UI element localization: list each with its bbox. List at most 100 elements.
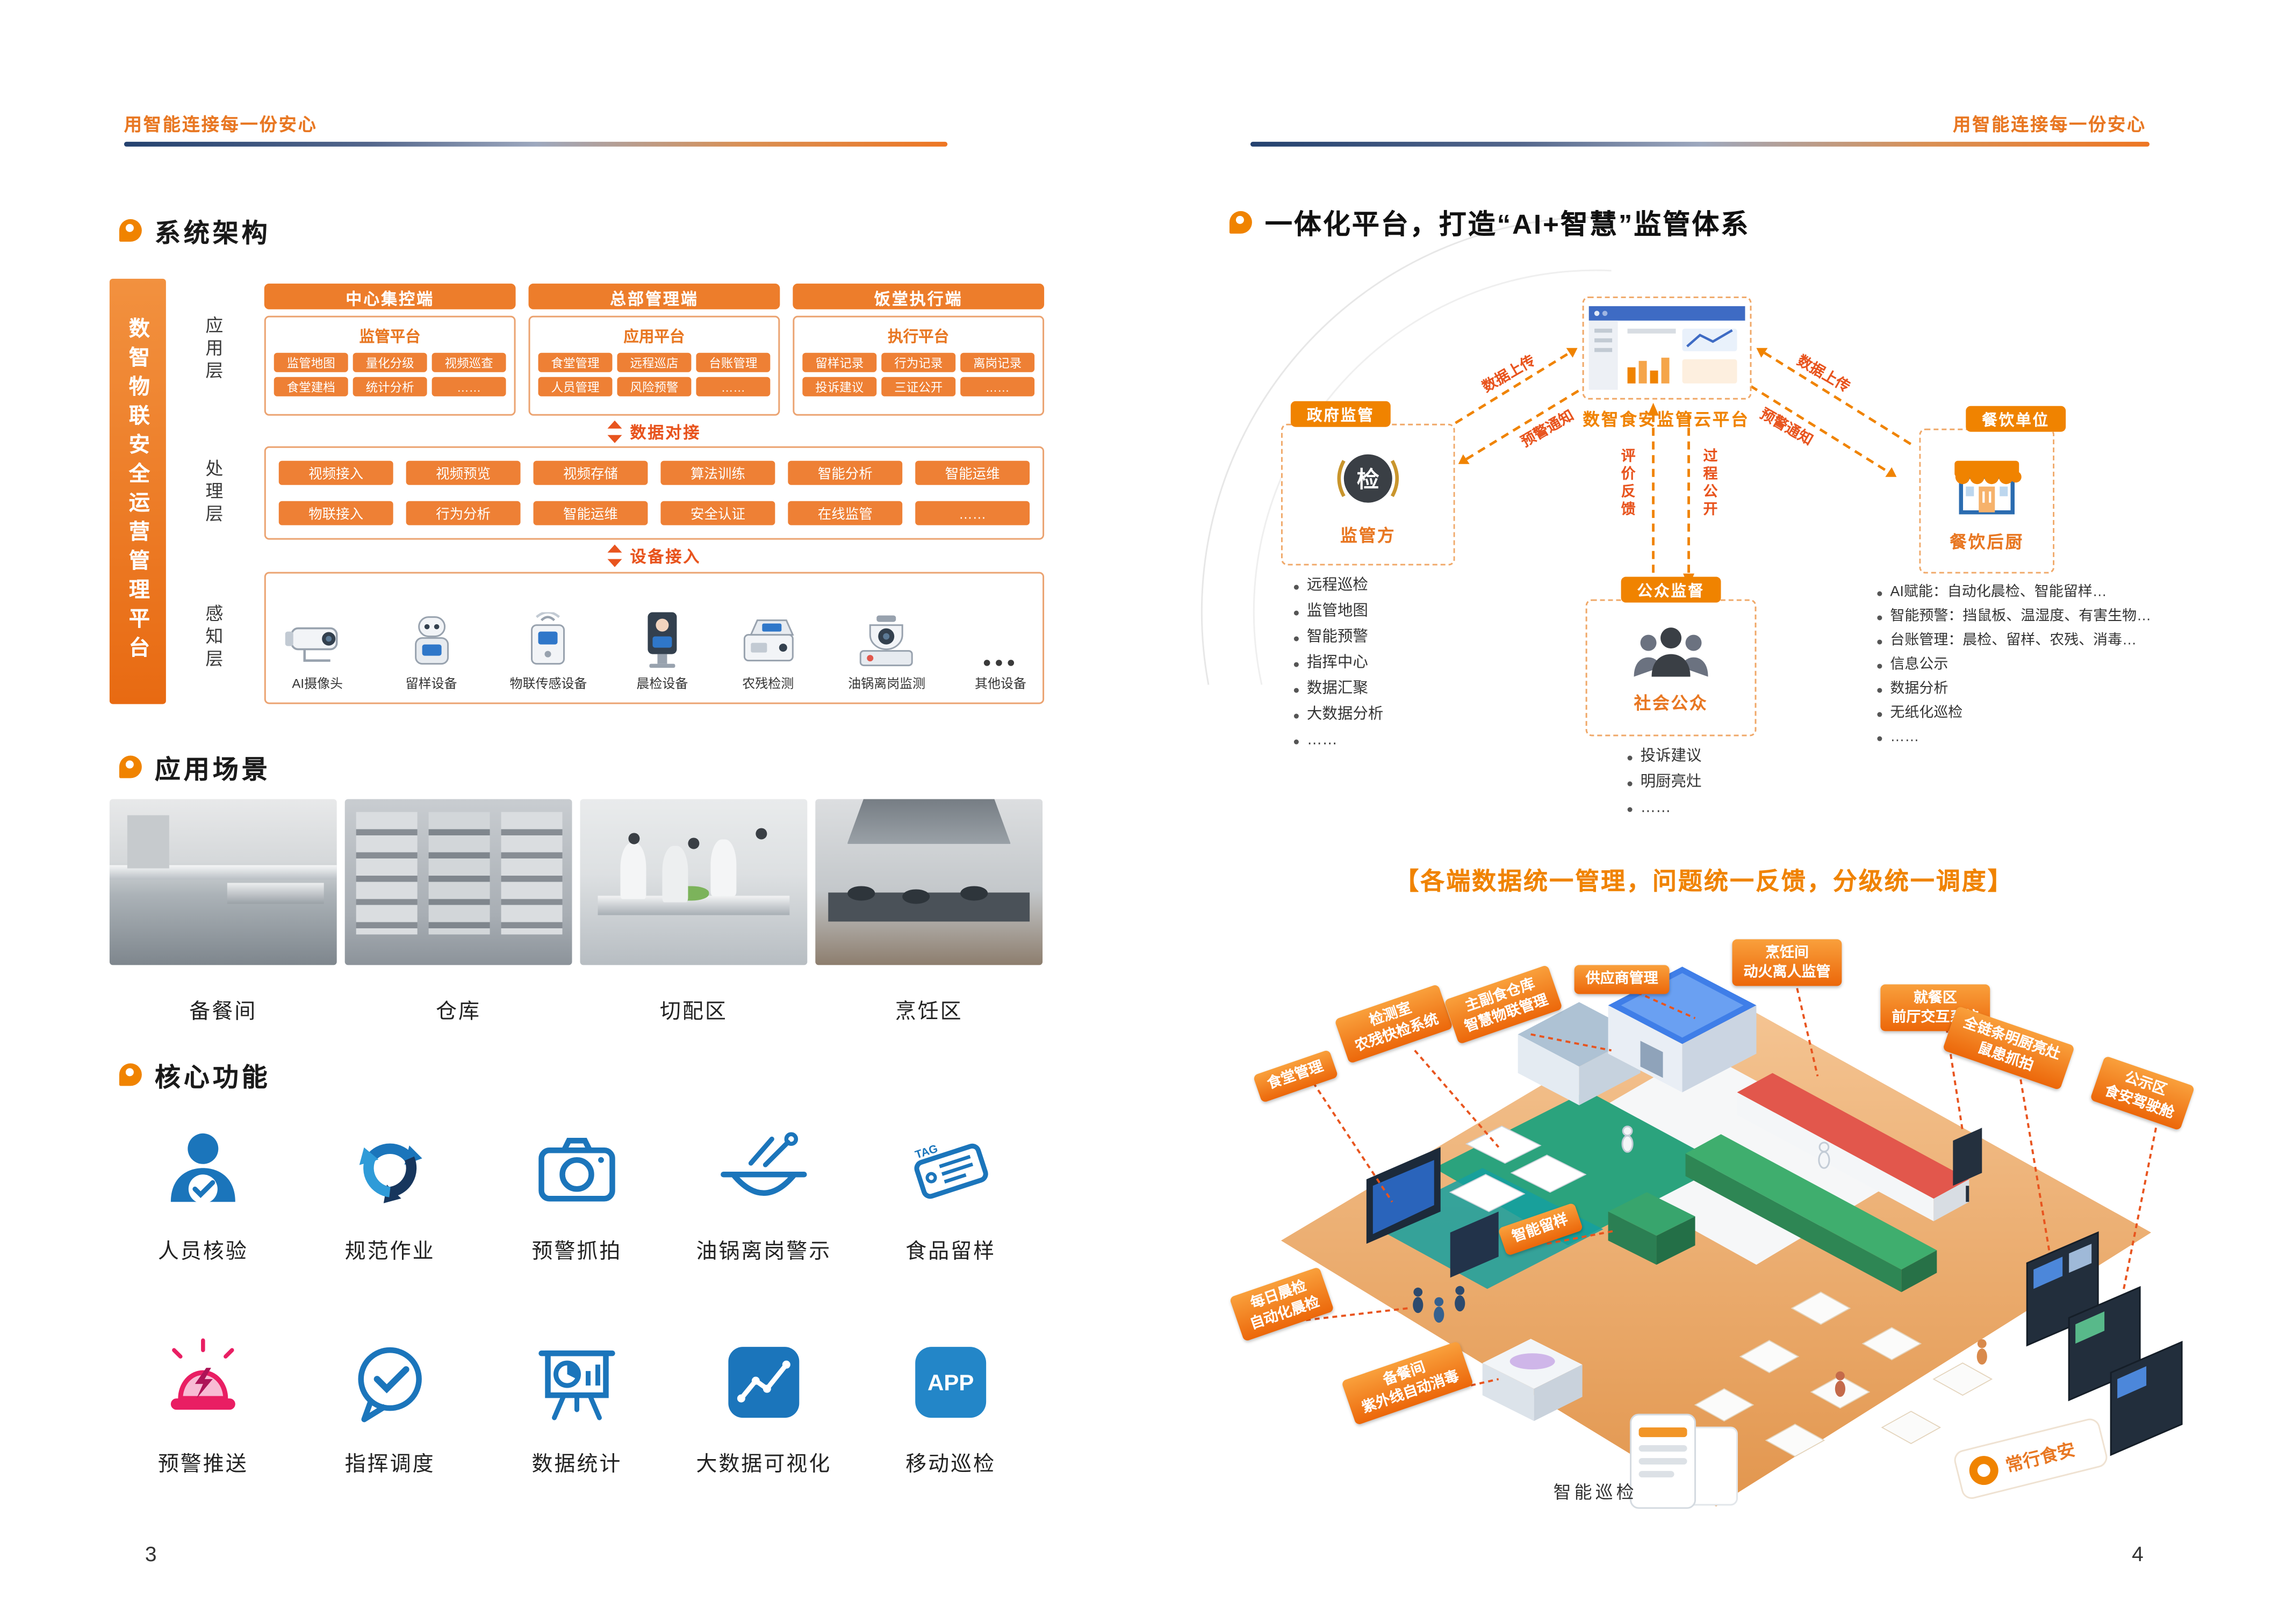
module-chip: 食堂管理: [538, 352, 613, 372]
function-label: 预警推送: [157, 1452, 248, 1476]
processing-chip: 智能分析: [788, 460, 903, 485]
app-icon: APP: [915, 1347, 987, 1418]
chat-check-icon: [358, 1347, 422, 1423]
serving-counter: [1685, 1134, 1937, 1293]
processing-chip: 算法训练: [660, 460, 775, 485]
photo-door: [127, 815, 169, 869]
page-right: 用智能连接每一份安心 一体化平台，打造“AI+智慧”监管体系: [1136, 0, 2272, 1624]
module-chip: 投诉建议: [802, 377, 877, 396]
function-mobile-inspection: APP 移动巡检: [857, 1337, 1044, 1477]
list-item: AI赋能：自动化晨检、智能留样…: [1874, 580, 2269, 604]
scene-photo-cooking-area: [815, 799, 1043, 965]
catering-bullet-list: AI赋能：自动化晨检、智能留样… 智能预警：挡鼠板、温湿度、有害生物… 台账管理…: [1874, 580, 2269, 749]
module-chip: 统计分析: [353, 377, 427, 396]
list-item: ……: [1624, 796, 1818, 822]
function-bigdata-visualization: 大数据可视化: [670, 1337, 857, 1477]
wok-icon: [721, 1132, 807, 1196]
photo-vegetables: [671, 885, 710, 900]
section-functions-title: 核心功能: [119, 1055, 271, 1094]
layer-label-application: 应用层: [203, 315, 222, 384]
storefront-icon: [1954, 460, 2022, 515]
function-data-statistics: 数据统计: [484, 1337, 671, 1477]
scene-tag-cooking-room: 烹饪间 动火离人监管: [1732, 939, 1842, 987]
processing-chip: 行为分析: [406, 501, 521, 525]
photo-shelf-left: [356, 812, 418, 935]
photo-shelf-mid: [429, 812, 491, 935]
processing-chip: 视频预览: [406, 460, 521, 485]
section-title-text: 核心功能: [154, 1065, 271, 1093]
connector-data-link: 数据对接: [264, 420, 1044, 443]
unified-management-slogan: 【各端数据统一管理，问题统一反馈，分级统一调度】: [1394, 868, 2014, 896]
interactive-kiosk: [1953, 1128, 1982, 1202]
tab-public: 公众监督: [1621, 576, 1721, 603]
platform-column-title: 监管平台: [359, 328, 421, 347]
page-left: 用智能连接每一份安心 系统架构 数智物联安全运营管理平台 应用层 处理层 感知层…: [109, 116, 1045, 1567]
platform-column-title: 应用平台: [623, 328, 685, 347]
alarm-beacon-icon: [170, 1338, 235, 1410]
module-chip: 三证公开: [881, 377, 956, 396]
module-chip: 行为记录: [881, 352, 956, 372]
section-marker-icon: [1229, 210, 1252, 233]
list-item: 监管地图: [1291, 600, 1500, 625]
scene-caption-smart-inspection: 智能巡检: [1553, 1484, 1637, 1504]
function-label: 数据统计: [531, 1452, 622, 1476]
processing-chip: 智能运维: [533, 501, 648, 525]
list-item: 数据汇聚: [1291, 677, 1500, 703]
section-marker-icon: [119, 219, 142, 242]
architecture-diagram: 数智物联安全运营管理平台 应用层 处理层 感知层 中心集控端 总部管理端 饭堂执…: [109, 271, 1045, 709]
module-chip: 远程巡店: [617, 352, 692, 372]
module-chip: 监管地图: [274, 352, 348, 372]
module-chip: 台账管理: [696, 352, 771, 372]
processing-chip: 在线监管: [788, 501, 903, 525]
section-title-text: 应用场景: [154, 757, 271, 785]
processing-chip: 安全认证: [660, 501, 775, 525]
page-number-right: 4: [2132, 1542, 2144, 1567]
device-morning-check: 晨检设备: [636, 609, 688, 693]
module-chip: 离岗记录: [960, 352, 1035, 372]
scene-label-cutting-area: 切配区: [659, 999, 728, 1023]
cloud-platform-screenshot: [1582, 296, 1752, 400]
module-chip: 留样记录: [802, 352, 877, 372]
page-left-header-slogan: 用智能连接每一份安心: [124, 116, 318, 135]
scene-label-warehouse: 仓库: [436, 999, 481, 1023]
processing-chip: 物联接入: [278, 501, 393, 525]
wok-monitor-camera-icon: [860, 615, 914, 667]
device-pesticide-test: 农残检测: [737, 612, 799, 693]
page-number-left: 3: [145, 1542, 157, 1567]
platform-column-application: 应用平台 食堂管理 远程巡店 台账管理 人员管理 风险预警 ……: [528, 315, 780, 416]
function-alert-push: 预警推送: [110, 1337, 297, 1477]
platform-column-supervision: 监管平台 监管地图 量化分级 视频巡查 食堂建档 统计分析 ……: [264, 315, 516, 416]
header-divider-left: [124, 141, 948, 147]
scene-label-prep-room: 备餐间: [189, 999, 257, 1023]
module-chip-group: 留样记录 行为记录 离岗记录 投诉建议 三证公开 ……: [794, 347, 1042, 396]
list-item: 指挥中心: [1291, 651, 1500, 677]
smart-sample-cabinet: [1608, 1192, 1695, 1265]
list-item: 明厨亮灶: [1624, 770, 1818, 796]
device-label: 留样设备: [405, 676, 457, 691]
module-chip: ……: [696, 377, 771, 396]
processing-row-1: 视频接入 视频预览 视频存储 算法训练 智能分析 智能运维: [266, 460, 1042, 485]
function-label: 油锅离岗警示: [696, 1239, 832, 1264]
platform-column-title: 执行平台: [888, 328, 950, 347]
public-box: 社会公众: [1585, 599, 1757, 737]
terminal-header-hq: 总部管理端: [528, 283, 780, 309]
processing-layer-box: 视频接入 视频预览 视频存储 算法训练 智能分析 智能运维 物联接入 行为分析 …: [264, 446, 1045, 540]
brand-logo-card: 常行食安: [1954, 1418, 2108, 1499]
inspection-badge-icon: 检: [1337, 454, 1399, 503]
scene-tag-supplier-management: 供应商管理: [1574, 965, 1670, 994]
header-divider-right: [1250, 141, 2150, 147]
tab-government: 政府监管: [1290, 401, 1391, 427]
section-scenes-title: 应用场景: [119, 748, 271, 786]
section-platform-title: 一体化平台，打造“AI+智慧”监管体系: [1229, 201, 1750, 242]
device-wok-monitor: 油锅离岗监测: [848, 612, 925, 693]
processing-chip: 视频存储: [533, 460, 648, 485]
function-command-dispatch: 指挥调度: [297, 1337, 484, 1477]
section-marker-icon: [119, 1063, 142, 1086]
list-item: 智能预警：挡鼠板、温湿度、有害生物…: [1874, 604, 2269, 629]
terminal-header-canteen: 饭堂执行端: [793, 283, 1045, 309]
up-down-arrow-icon: [607, 544, 622, 567]
ellipsis-dots-icon: ●●●: [982, 654, 1019, 670]
list-item: 远程巡检: [1291, 574, 1500, 600]
list-item: 智能预警: [1291, 625, 1500, 651]
